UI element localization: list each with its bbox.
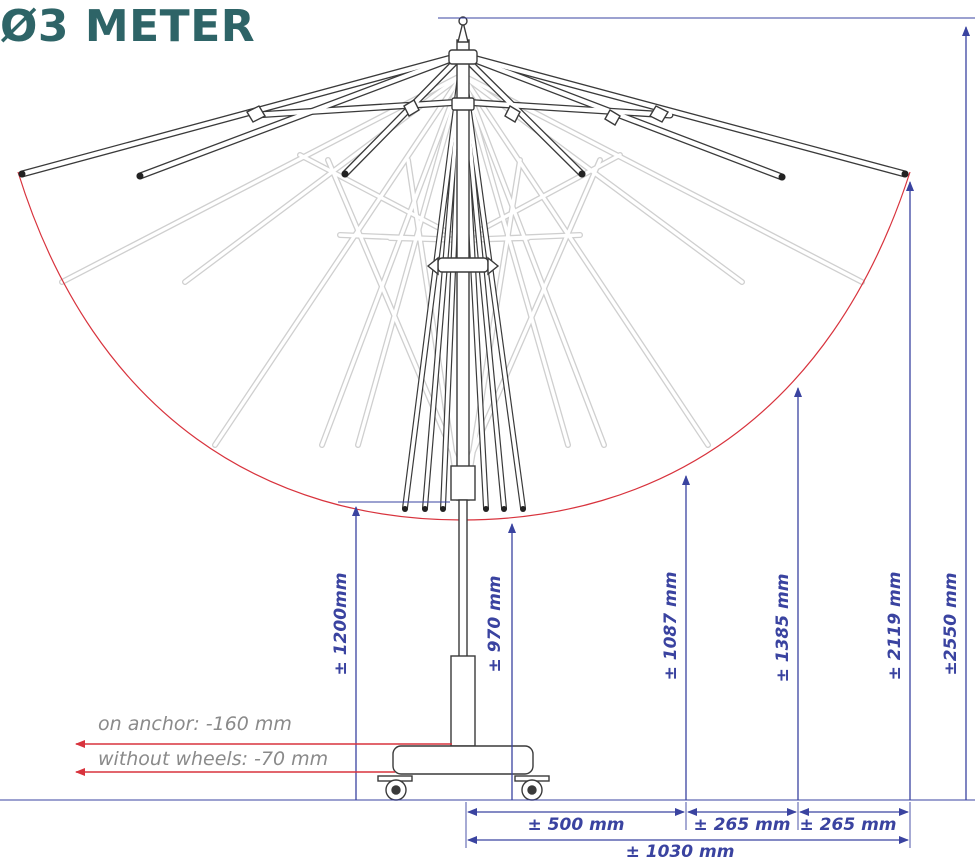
width-265b-label: ± 265 mm [800, 815, 897, 835]
width-arrows [467, 808, 909, 844]
width-1030-label: ± 1030 mm [626, 842, 735, 862]
offset-arrows [75, 740, 452, 776]
base-assembly [377, 655, 550, 801]
height-1385-label: ± 1385 mm [773, 574, 793, 683]
height-2119-label: ± 2119 mm [885, 572, 905, 681]
width-500-label: ± 500 mm [528, 815, 625, 835]
without-wheels-note: without wheels: -70 mm [98, 748, 328, 770]
height-970-label: ± 970 mm [485, 576, 505, 673]
pole-assembly [426, 16, 500, 661]
rib-tips [18, 170, 909, 181]
rib-joints [246, 99, 669, 126]
folded-rib-tips [402, 506, 526, 512]
reference-lines [0, 17, 975, 848]
on-anchor-note: on anchor: -160 mm [98, 713, 292, 735]
height-2550-label: ±2550 mm [941, 573, 961, 676]
open-rib-cores [19, 52, 908, 180]
height-1087-label: ± 1087 mm [661, 572, 681, 681]
height-arrows [352, 26, 970, 800]
diagram-title: Ø3 METER [0, 1, 256, 52]
width-265a-label: ± 265 mm [694, 815, 791, 835]
height-1200-label: ± 1200mm [331, 573, 351, 676]
